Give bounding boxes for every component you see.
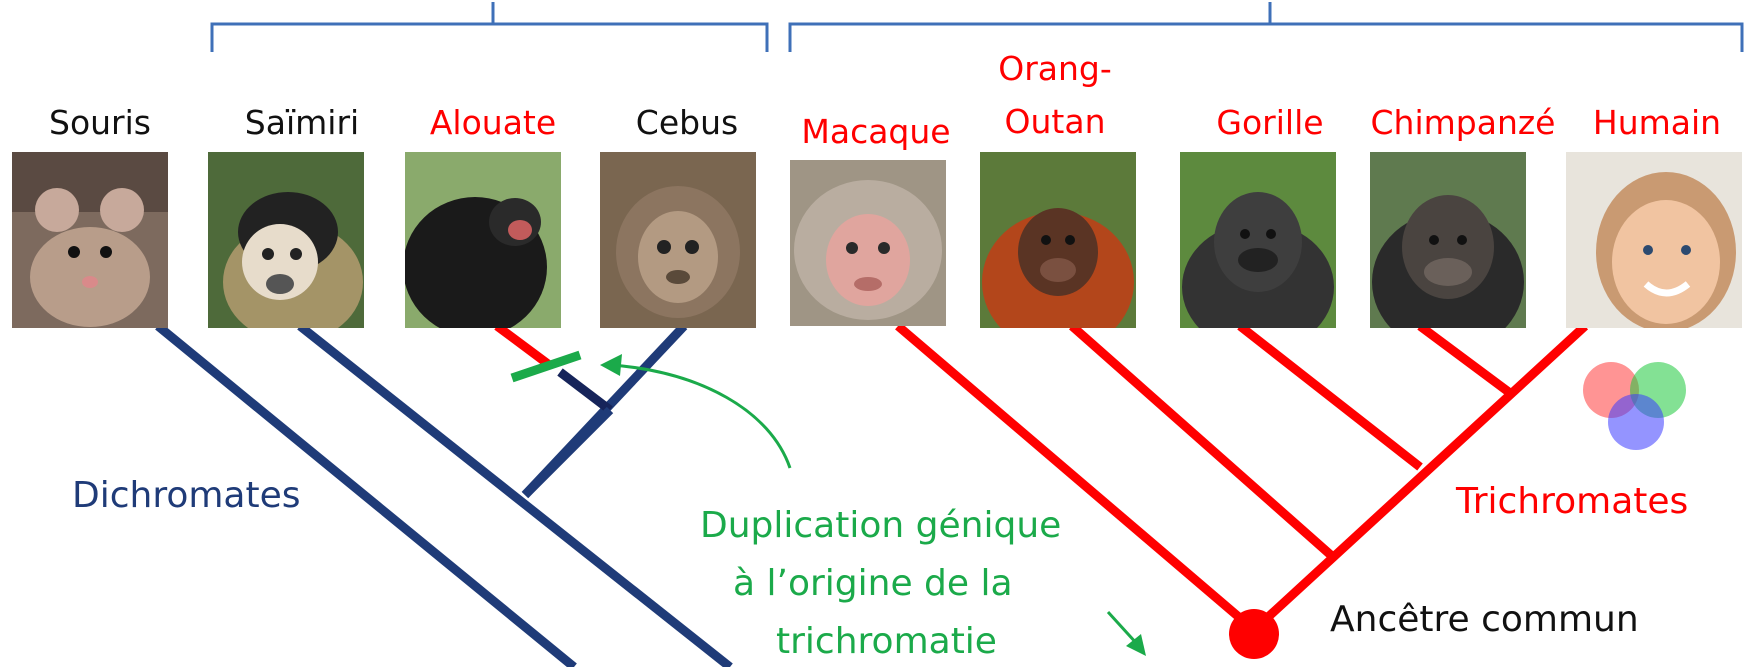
bracket-left [210,2,769,52]
macaque-photo [790,160,946,336]
squirrel-monkey-photo [208,152,364,328]
duplication-arrow-icon [611,363,792,469]
ancestor-label: Ancêtre commun [1330,599,1639,640]
duplication-line1: Duplication génique [700,505,1062,546]
trichromates-label: Trichromates [1456,481,1689,522]
trichromate-branches [895,322,1589,634]
label-macaque: Macaque [801,112,951,151]
duplication-arrowhead-icon [600,354,622,376]
orangutan-photo [980,152,1136,328]
label-souris: Souris [49,103,151,142]
branch-souris [155,322,577,667]
label-orangoutan-line2: Outan [1004,102,1106,141]
mouse-photo [12,152,168,328]
ancestor-node-icon [1229,609,1279,659]
branch-humain-stem [1250,322,1589,634]
small-arrow-line [1106,610,1140,647]
branch-gorille [1237,322,1423,471]
howler-monkey-photo [405,152,561,328]
label-chimpanze: Chimpanzé [1370,103,1556,142]
dichromate-branches [155,322,733,667]
label-saimiri: Saïmiri [244,103,360,142]
label-gorille: Gorille [1216,103,1324,142]
label-alouate: Alouate [429,103,557,142]
label-orangoutan-line1: Orang- [998,49,1112,88]
label-humain: Humain [1592,103,1722,142]
dichromates-label: Dichromates [72,475,301,516]
branch-macaque [895,322,1257,634]
small-arrowhead-icon [1126,634,1146,656]
duplication-line2: à l’origine de la [733,563,1013,604]
chimpanzee-photo [1370,152,1526,328]
gorilla-photo [1180,152,1336,328]
branch-chimpanze [1417,322,1513,397]
branch-orangoutan [1069,322,1336,561]
capuchin-photo [600,152,756,328]
bracket-right [788,2,1744,52]
branch-saimiri [297,322,733,667]
duplication-line3: trichromatie [776,621,997,662]
branch-alouate-red [494,322,551,368]
duplication-marker [510,350,582,383]
label-cebus: Cebus [635,103,739,142]
branch-cebus-alouate-join [521,406,614,499]
branch-alouate-lower [557,368,613,414]
human-photo [1566,152,1742,328]
rgb-venn-icon [1583,362,1686,450]
